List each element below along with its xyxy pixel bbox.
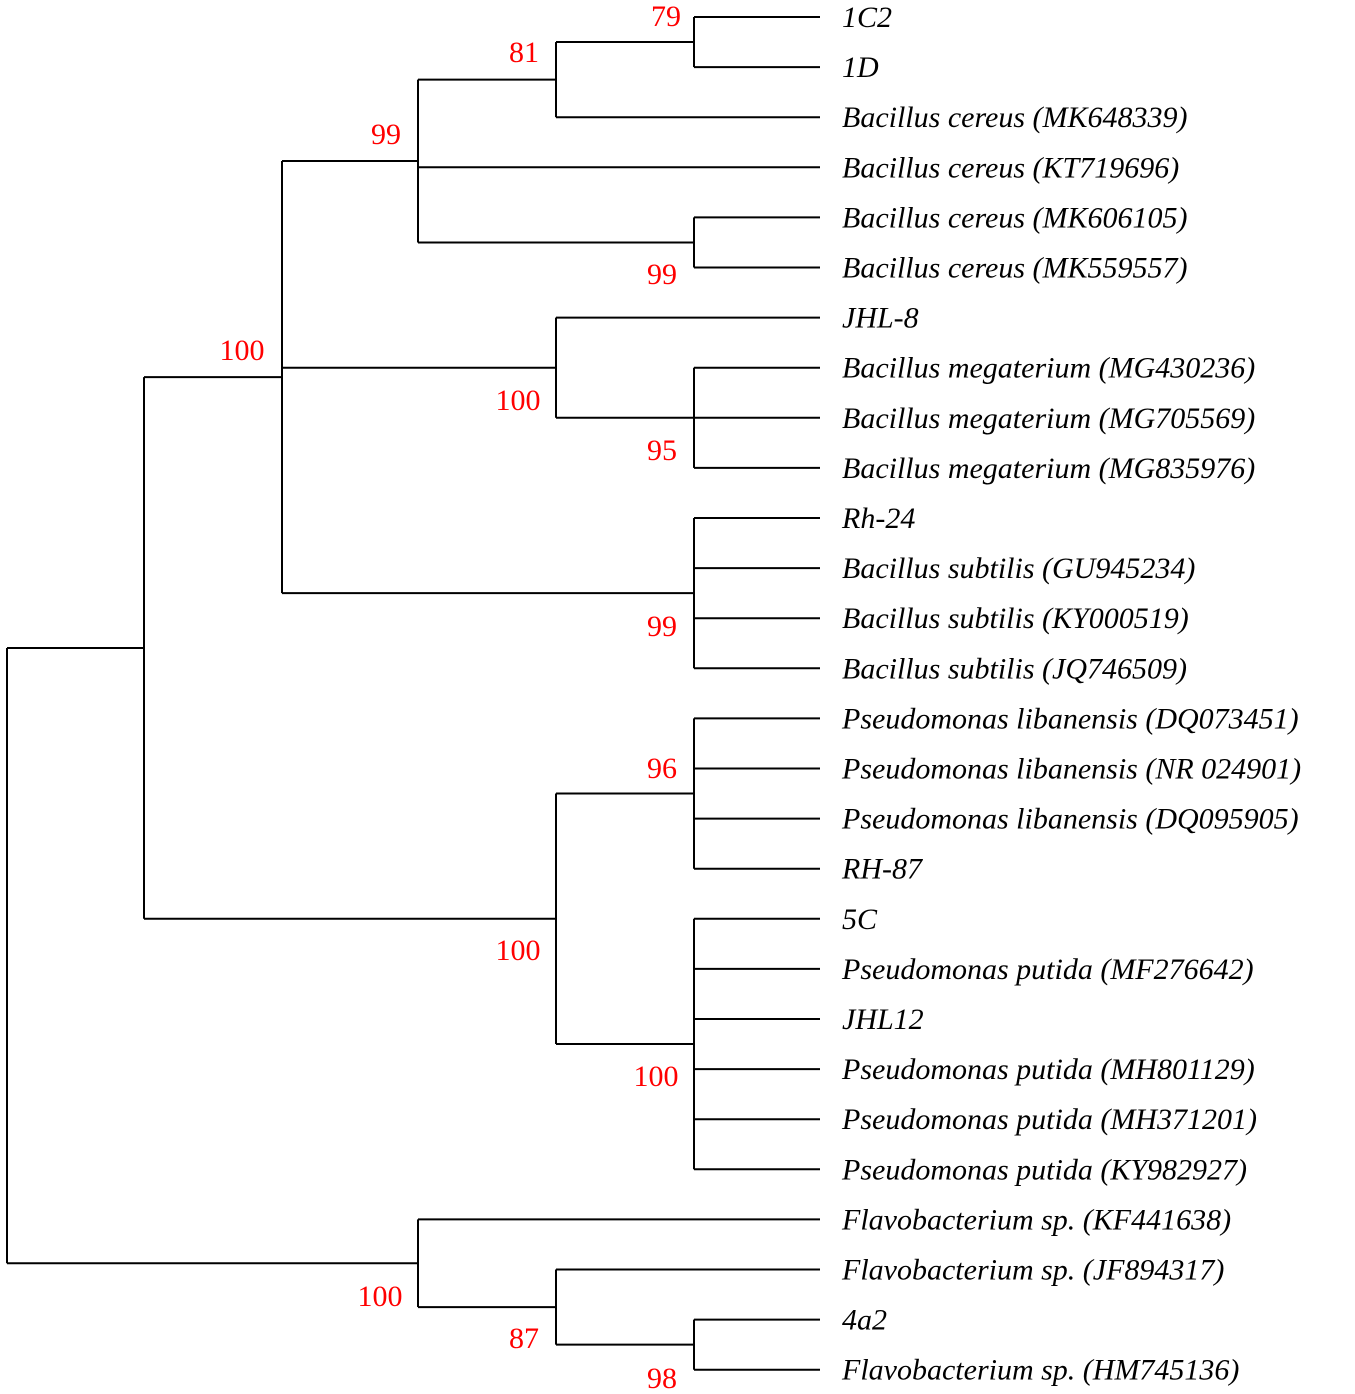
- leaf-label: 5C: [842, 903, 878, 936]
- tree-branches: [6, 16, 820, 1371]
- leaf-label: 1D: [842, 51, 879, 84]
- bootstrap-support-value: 100: [496, 384, 541, 417]
- leaf-label: RH-87: [841, 853, 924, 886]
- bootstrap-support-value: 99: [647, 258, 677, 291]
- leaf-label: 4a2: [842, 1304, 887, 1337]
- bootstrap-support-value: 100: [358, 1280, 403, 1313]
- leaf-label: Rh-24: [841, 502, 915, 535]
- leaf-label: Pseudomonas putida (KY982927): [841, 1153, 1247, 1186]
- leaf-label: Bacillus subtilis (JQ746509): [842, 652, 1187, 685]
- leaf-label: Bacillus cereus (MK559557): [842, 252, 1187, 285]
- leaf-label: Pseudomonas libanensis (DQ073451): [841, 702, 1299, 735]
- leaf-label: Pseudomonas putida (MH801129): [841, 1053, 1255, 1086]
- leaf-label: Flavobacterium sp. (HM745136): [841, 1354, 1239, 1387]
- leaf-label: Flavobacterium sp. (JF894317): [841, 1254, 1224, 1287]
- bootstrap-support-value: 87: [509, 1322, 539, 1355]
- leaf-label: Bacillus megaterium (MG705569): [842, 402, 1255, 435]
- bootstrap-support-value: 81: [509, 36, 539, 69]
- leaf-label: Bacillus subtilis (GU945234): [842, 552, 1195, 585]
- leaf-label: Bacillus megaterium (MG430236): [842, 352, 1255, 385]
- bootstrap-support-value: 79: [651, 0, 681, 33]
- bootstrap-support-value: 98: [647, 1362, 677, 1394]
- leaf-label: JHL12: [842, 1003, 924, 1036]
- leaf-label: Bacillus cereus (KT719696): [842, 151, 1179, 184]
- leaf-label: JHL-8: [842, 302, 919, 335]
- bootstrap-support-value: 99: [647, 610, 677, 643]
- bootstrap-support-value: 99: [371, 118, 401, 151]
- bootstrap-support-value: 100: [496, 934, 541, 967]
- leaf-label: 1C2: [842, 1, 892, 34]
- leaf-label: Flavobacterium sp. (KF441638): [841, 1203, 1231, 1236]
- leaf-label: Pseudomonas libanensis (DQ095905): [841, 803, 1299, 836]
- leaf-label: Bacillus subtilis (KY000519): [842, 602, 1189, 635]
- leaf-label: Bacillus megaterium (MG835976): [842, 452, 1255, 485]
- support-values: 100 99 81 79 99 100 95 99 100 96 100 100 87 98: [220, 0, 682, 1394]
- leaf-label: Pseudomonas libanensis (NR 024901): [841, 753, 1301, 786]
- bootstrap-support-value: 96: [647, 752, 677, 785]
- leaf-labels: 1C2 1D Bacillus cereus (MK648339) Bacillus …: [841, 1, 1301, 1387]
- leaf-label: Bacillus cereus (MK648339): [842, 101, 1187, 134]
- leaf-label: Bacillus cereus (MK606105): [842, 201, 1187, 234]
- bootstrap-support-value: 100: [634, 1060, 679, 1093]
- leaf-label: Pseudomonas putida (MH371201): [841, 1103, 1257, 1136]
- bootstrap-support-value: 100: [220, 334, 265, 367]
- leaf-label: Pseudomonas putida (MF276642): [841, 953, 1254, 986]
- bootstrap-support-value: 95: [647, 434, 677, 467]
